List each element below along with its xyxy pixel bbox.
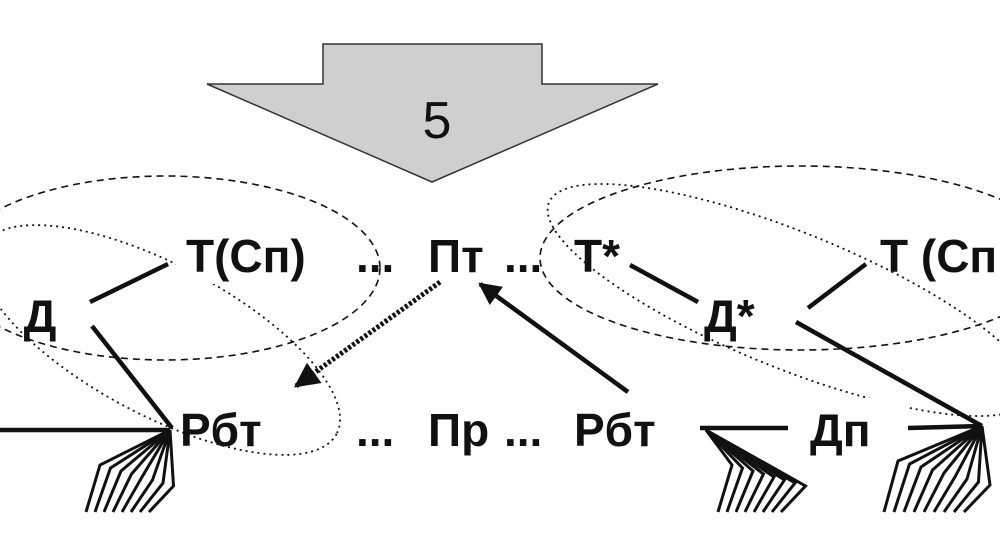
- fan-line: [84, 428, 171, 513]
- fan-line: [942, 425, 984, 513]
- edge-tstar-to-dstar: [628, 263, 700, 304]
- dotted-arrow-pt-to-rbt: [293, 279, 442, 389]
- fan-line: [120, 429, 172, 513]
- fan-line: [882, 424, 983, 513]
- step-number: 5: [423, 92, 452, 150]
- fan-line: [962, 425, 992, 514]
- fan-line: [147, 429, 176, 514]
- node-t-sp-left: Т(Сп): [186, 230, 306, 282]
- step-arrow-shape: [206, 43, 659, 183]
- fan-lines-left: [84, 428, 176, 514]
- dp-label-backdrop: [788, 398, 906, 454]
- fan-line: [952, 425, 984, 513]
- dots-4: ...: [504, 404, 542, 456]
- left-dashed-group-outline: [0, 175, 381, 361]
- fan-line: [902, 424, 983, 513]
- node-pt: Пт: [428, 230, 484, 282]
- fan-line: [922, 425, 984, 513]
- fan-line: [704, 428, 745, 513]
- fan-line: [704, 429, 734, 513]
- dots-3: ...: [356, 404, 394, 456]
- arrow-rbt-to-pt: [478, 282, 630, 394]
- edge-dp-to-right-fan: [907, 423, 983, 431]
- fan-lines-right: [882, 424, 992, 514]
- tsp-left-label-backdrop: [176, 230, 332, 284]
- edge-dstar-to-tsp-right: [806, 262, 868, 310]
- node-pr: Пр: [428, 404, 489, 456]
- edge-d-to-tsp-left: [89, 261, 169, 305]
- right-dotted-group-outline: [546, 183, 1000, 417]
- fan-line: [111, 429, 172, 513]
- dots-2: ...: [504, 230, 542, 282]
- fan-line: [138, 429, 172, 513]
- fan-line: [102, 428, 171, 513]
- dots-1: ...: [356, 230, 394, 282]
- left-dotted-group-outline: [0, 224, 341, 456]
- fan-line: [892, 424, 983, 513]
- edge-d-to-rbt-left: [90, 324, 174, 430]
- node-rbt-right: Рбт: [574, 404, 656, 456]
- edge-dstar-to-right-fan: [794, 320, 984, 428]
- right-dashed-group-outline: [539, 165, 1000, 351]
- fan-line: [705, 428, 808, 514]
- node-t-sp-right: Т (Сп: [880, 230, 997, 282]
- fan-line: [129, 429, 172, 513]
- node-d-star: Д*: [704, 290, 755, 342]
- node-t-star: Т*: [574, 230, 620, 282]
- fan-line: [912, 424, 983, 513]
- node-d-left: Д: [24, 290, 57, 342]
- fan-line: [93, 428, 171, 513]
- node-dp: Дп: [810, 404, 871, 456]
- fan-lines-middle: [704, 428, 808, 514]
- fan-line: [932, 425, 984, 513]
- node-rbt-left: Рбт: [180, 404, 262, 456]
